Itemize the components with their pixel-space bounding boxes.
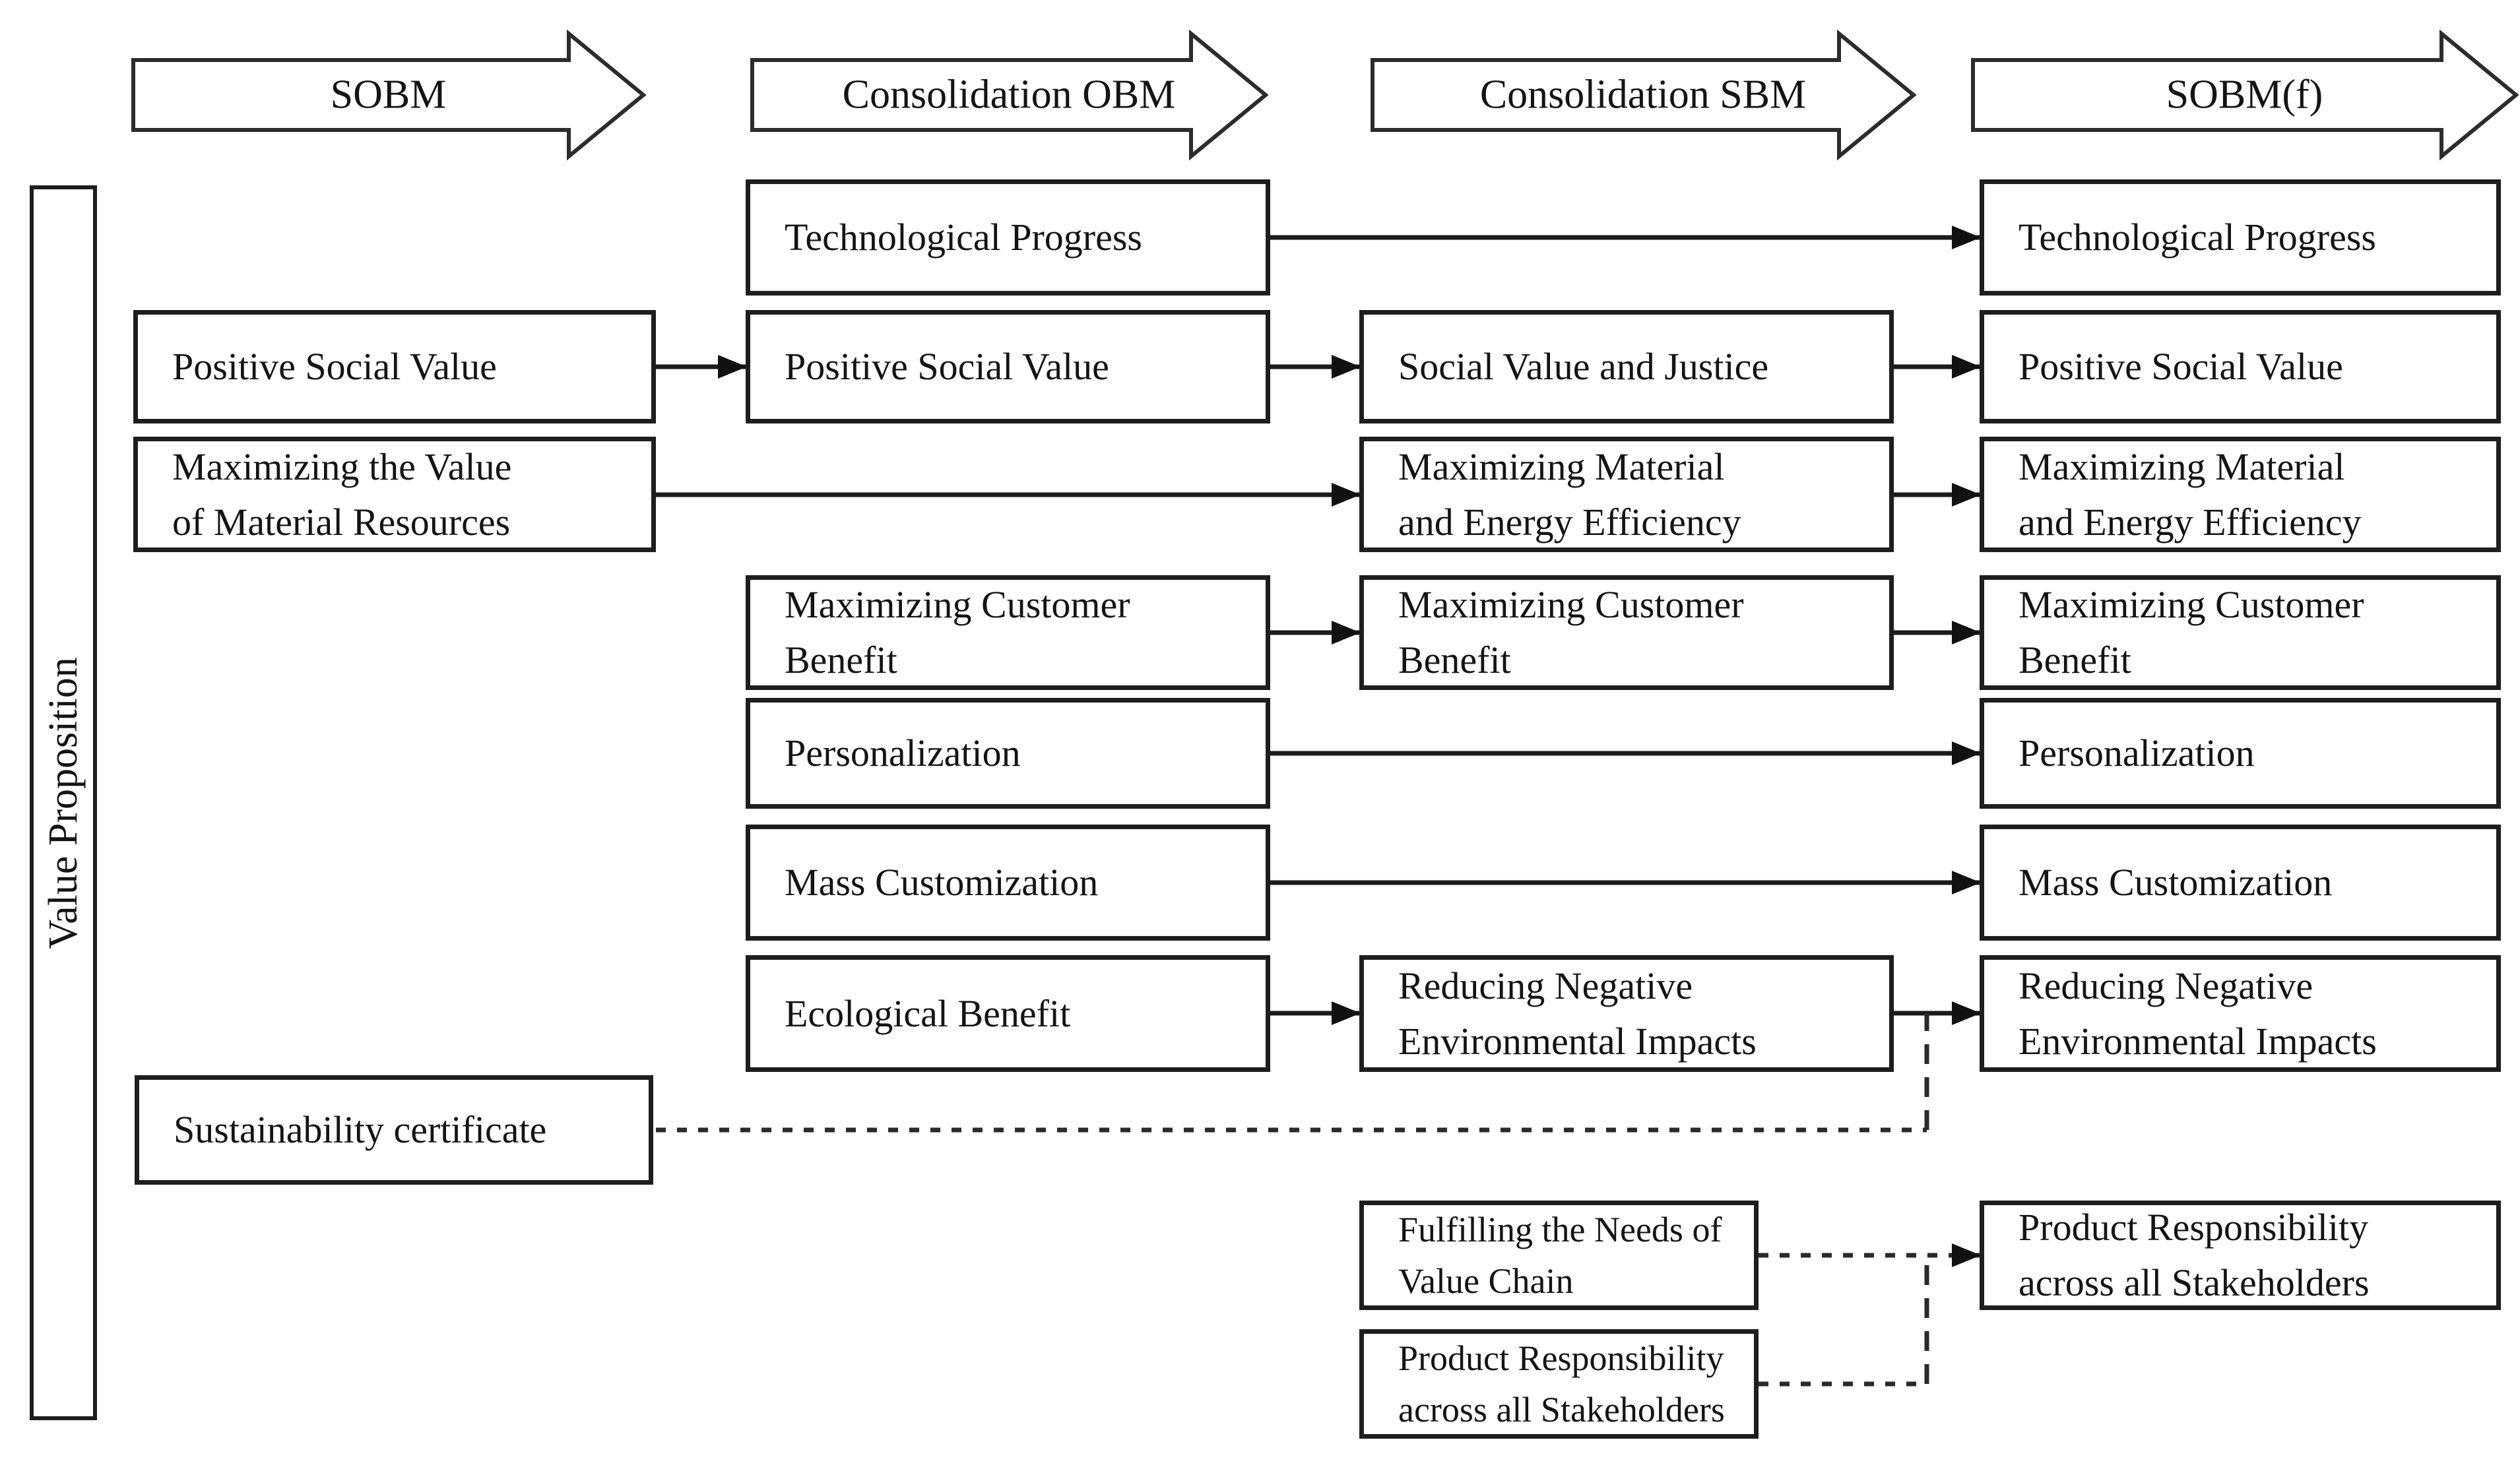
phase-arrow-sobm [131, 29, 647, 161]
node-label-c3-social-value-and-justice: Social Value and Justice [1398, 345, 1769, 388]
node-c3-maximizing-material-and-energy-efficiency: Maximizing Material and Energy Efficienc… [1359, 437, 1894, 552]
node-c2-maximizing-customer-benefit: Maximizing Customer Benefit [746, 575, 1270, 690]
phase-label-sobm: SOBM [330, 72, 447, 117]
node-c4-mass-customization: Mass Customization [1980, 825, 2501, 941]
node-label-c2-mass-customization: Mass Customization [785, 861, 1099, 904]
node-label-c3-fulfilling-the-needs-of-value-chain: Fulfilling the Needs of Value Chain [1398, 1210, 1722, 1301]
node-label-c2-ecological-benefit: Ecological Benefit [785, 991, 1071, 1035]
node-label-c4-personalization: Personalization [2019, 732, 2255, 774]
node-label-c1-maximizing-value-of-material-resources: Maximizing the Value of Material Resourc… [172, 445, 512, 544]
value-proposition-label: Value Proposition [40, 656, 86, 949]
node-label-c1-sustainability-certificate: Sustainability certificate [174, 1108, 547, 1151]
phase-label-consolidation-sbm: Consolidation SBM [1479, 72, 1807, 117]
node-c2-ecological-benefit: Ecological Benefit [746, 955, 1270, 1072]
phase-label-sobm-f: SOBM(f) [2166, 72, 2323, 117]
node-c3-fulfilling-the-needs-of-value-chain: Fulfilling the Needs of Value Chain [1359, 1201, 1759, 1310]
phase-arrows-group [131, 29, 2519, 161]
node-c2-positive-social-value: Positive Social Value [746, 310, 1270, 423]
node-c2-personalization: Personalization [746, 698, 1270, 809]
phase-arrow-consolidation-sbm [1371, 29, 1917, 161]
node-label-c4-maximizing-customer-benefit: Maximizing Customer Benefit [2019, 583, 2364, 681]
connectors-group [656, 226, 1981, 1387]
node-label-c3-maximizing-customer-benefit: Maximizing Customer Benefit [1398, 583, 1744, 681]
node-c2-technological-progress: Technological Progress [746, 179, 1270, 296]
node-c4-technological-progress: Technological Progress [1980, 179, 2501, 296]
node-label-c2-maximizing-customer-benefit: Maximizing Customer Benefit [785, 583, 1130, 681]
node-c3-reducing-negative-environmental-impacts: Reducing Negative Environmental Impacts [1359, 955, 1894, 1072]
node-c3-social-value-and-justice: Social Value and Justice [1359, 310, 1894, 423]
node-c4-personalization: Personalization [1980, 698, 2501, 809]
phase-arrow-consolidation-obm [750, 29, 1269, 161]
node-c3-maximizing-customer-benefit: Maximizing Customer Benefit [1359, 575, 1894, 690]
node-label-c3-product-responsibility-across-all-stakeholders: Product Responsibility across all Stakeh… [1398, 1338, 1725, 1429]
node-label-c4-product-responsibility-across-all-stakeholders: Product Responsibility across all Stakeh… [2019, 1206, 2370, 1304]
node-c4-product-responsibility-across-all-stakeholders: Product Responsibility across all Stakeh… [1980, 1201, 2501, 1310]
value-proposition-bar: Value Proposition [30, 185, 97, 1420]
node-c4-maximizing-customer-benefit: Maximizing Customer Benefit [1980, 575, 2501, 690]
node-label-c2-personalization: Personalization [785, 732, 1021, 774]
node-label-c4-mass-customization: Mass Customization [2019, 861, 2333, 904]
phase-arrow-sobm-f [1971, 29, 2519, 161]
node-label-c4-maximizing-material-and-energy-efficiency: Maximizing Material and Energy Efficienc… [2019, 445, 2362, 544]
node-c2-mass-customization: Mass Customization [746, 825, 1270, 941]
node-label-c1-positive-social-value: Positive Social Value [172, 345, 497, 388]
node-label-c2-positive-social-value: Positive Social Value [785, 345, 1109, 388]
node-c1-maximizing-value-of-material-resources: Maximizing the Value of Material Resourc… [133, 437, 656, 552]
node-c4-maximizing-material-and-energy-efficiency: Maximizing Material and Energy Efficienc… [1980, 437, 2501, 552]
node-c1-positive-social-value: Positive Social Value [133, 310, 656, 423]
node-label-c3-reducing-negative-environmental-impacts: Reducing Negative Environmental Impacts [1398, 964, 1757, 1063]
node-label-c3-maximizing-material-and-energy-efficiency: Maximizing Material and Energy Efficienc… [1398, 445, 1741, 544]
node-c3-product-responsibility-across-all-stakeholders: Product Responsibility across all Stakeh… [1359, 1329, 1759, 1439]
node-label-c2-technological-progress: Technological Progress [785, 216, 1142, 259]
node-c4-reducing-negative-environmental-impacts: Reducing Negative Environmental Impacts [1980, 955, 2501, 1072]
node-c1-sustainability-certificate: Sustainability certificate [135, 1075, 653, 1185]
node-label-c4-positive-social-value: Positive Social Value [2019, 345, 2343, 388]
node-c4-positive-social-value: Positive Social Value [1980, 310, 2501, 423]
node-label-c4-reducing-negative-environmental-impacts: Reducing Negative Environmental Impacts [2019, 964, 2377, 1063]
node-label-c4-technological-progress: Technological Progress [2019, 216, 2376, 259]
phase-label-consolidation-obm: Consolidation OBM [842, 72, 1176, 117]
